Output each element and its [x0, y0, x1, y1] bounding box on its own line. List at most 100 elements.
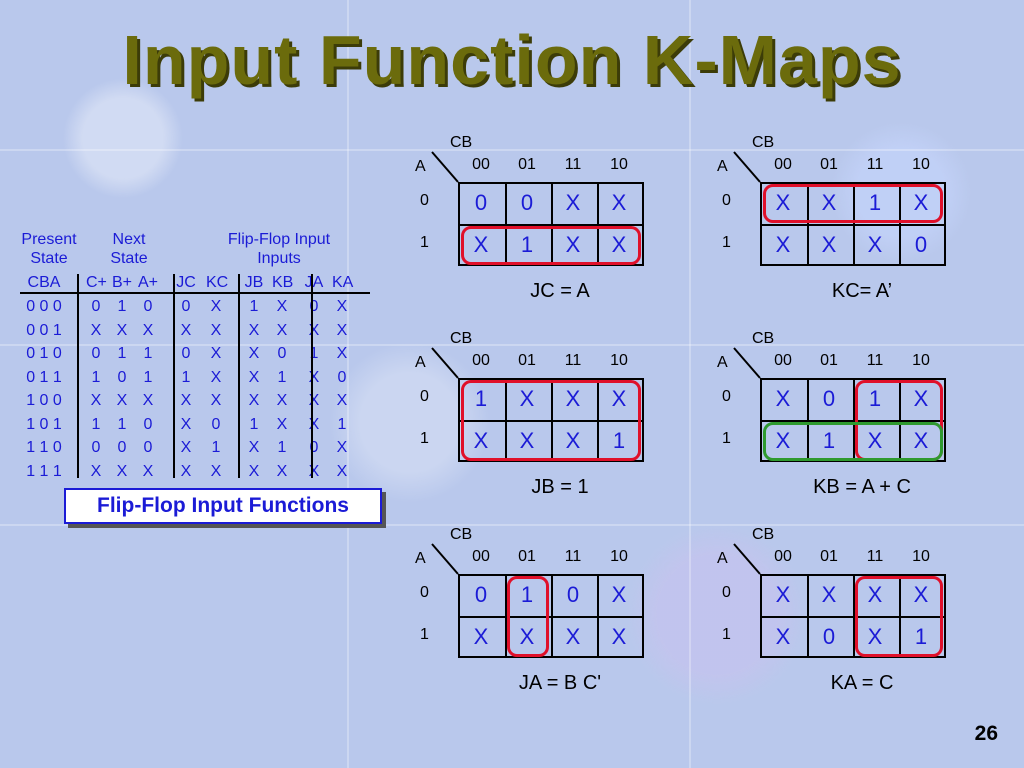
- kmap-col-label: 10: [912, 156, 930, 173]
- table-cell: 0: [181, 298, 191, 315]
- kmap-row-var-label: A: [717, 354, 728, 371]
- kmap-col-label: 11: [866, 156, 884, 173]
- table-cell: X: [90, 462, 102, 480]
- kmap-col-label: 01: [820, 548, 838, 565]
- kmap-grid-line: [762, 616, 944, 618]
- table-cell: X: [90, 392, 102, 409]
- table-cell: X: [308, 368, 320, 386]
- kmap-row-var-label: A: [717, 550, 728, 567]
- table-cell: 1: [117, 415, 127, 433]
- ff-inputs-header: Flip-Flop Input Inputs: [204, 230, 354, 268]
- column-header-5: KC: [206, 274, 229, 291]
- kmap-row-label: 1: [420, 626, 429, 643]
- table-cell: 1: [277, 439, 287, 456]
- kmap-cell: X: [611, 582, 627, 607]
- table-cell: 0: [91, 345, 101, 362]
- kmap-expression: JA = B C': [518, 672, 602, 694]
- kmap-col-label: 11: [564, 156, 582, 173]
- kmap-row-label: 0: [722, 388, 731, 405]
- kmap-cell: X: [775, 386, 791, 411]
- kmap-cell: X: [565, 190, 581, 215]
- table-cell: 1: [211, 439, 221, 456]
- kmap-cell: X: [565, 386, 581, 411]
- kmap-col-label: 00: [472, 548, 490, 565]
- kmap-cell: 1: [868, 386, 882, 411]
- table-cell: X: [180, 462, 192, 480]
- kmap-row-var-label: A: [415, 158, 426, 175]
- table-cell: 0: [277, 345, 287, 362]
- kmap-col-var-label: CB: [752, 330, 775, 347]
- column-header-7: KB: [272, 274, 294, 291]
- kmap-grid: [458, 574, 644, 658]
- table-cell: X: [336, 345, 348, 362]
- column-header-4: JC: [176, 274, 196, 291]
- kmap-row-var-label: A: [415, 354, 426, 371]
- kmap-col-label: 11: [866, 352, 884, 369]
- table-cell: 1 0 1: [26, 415, 62, 433]
- kmap-cell: X: [821, 232, 837, 257]
- kmap-col-label: 11: [564, 548, 582, 565]
- kmap-grid: [760, 574, 946, 658]
- kmap-expression: KA = C: [830, 672, 894, 694]
- table-cell: X: [116, 321, 128, 339]
- kmap-cell: X: [821, 190, 837, 215]
- column-header-2: B+: [112, 274, 133, 291]
- kmap-group-loop: [763, 184, 943, 223]
- kmap-col-label: 01: [518, 548, 536, 565]
- kmap-cell: X: [775, 190, 791, 215]
- kmap-expression: JB = 1: [531, 476, 589, 498]
- table-cell: 1: [91, 368, 101, 386]
- table-cell: X: [116, 462, 128, 480]
- table-cell: X: [336, 298, 348, 315]
- kmap-col-label: 00: [774, 352, 792, 369]
- kmap-diagonal: [431, 347, 459, 379]
- table-cell: X: [180, 321, 192, 339]
- column-header-1: C+: [86, 274, 107, 291]
- table-cell: X: [308, 462, 320, 480]
- kmap-cell: 1: [520, 582, 534, 607]
- table-cell: 1: [249, 415, 259, 433]
- table-cell: X: [336, 392, 348, 409]
- table-cell: 0 1 1: [26, 368, 62, 386]
- kmap-col-label: 00: [774, 548, 792, 565]
- kmap-expression: KB = A + C: [813, 476, 911, 498]
- table-cell: 0: [143, 415, 153, 433]
- present-state-header: Present State: [14, 230, 84, 268]
- table-cell: X: [276, 321, 288, 339]
- kmap-cell: X: [473, 428, 489, 453]
- kmap-cell: X: [565, 428, 581, 453]
- kmap-col-label: 01: [518, 352, 536, 369]
- next-state-header: Next State: [94, 230, 164, 268]
- table-cell: 0: [117, 439, 127, 456]
- kmap-cell: 0: [822, 624, 836, 649]
- table-cell: X: [210, 368, 222, 386]
- kmap-grid: [760, 378, 946, 462]
- table-cell: X: [210, 298, 222, 315]
- table-cell: 0: [91, 439, 101, 456]
- table-cell: X: [336, 462, 348, 480]
- kmap-cell: 1: [612, 428, 626, 453]
- kmap-col-label: 00: [472, 352, 490, 369]
- next-state-header-line1: Next: [112, 231, 146, 248]
- table-cell: X: [308, 415, 320, 433]
- table-cell: X: [210, 321, 222, 339]
- table-cell: X: [210, 392, 222, 409]
- kmap-col-label: 00: [774, 156, 792, 173]
- table-cell: 0 0 0: [26, 298, 62, 315]
- table-cell: 1: [143, 368, 153, 386]
- table-cell: 0: [91, 298, 101, 315]
- kmap-cell: 0: [474, 582, 488, 607]
- table-cell: X: [180, 415, 192, 433]
- kmap-col-label: 01: [518, 156, 536, 173]
- table-cell: 1: [337, 415, 347, 433]
- kmap-cell: X: [473, 624, 489, 649]
- table-cell: 0: [143, 298, 153, 315]
- table-cell: X: [276, 298, 288, 315]
- kmap-cell: X: [473, 232, 489, 257]
- table-cell: X: [276, 462, 288, 480]
- kmap-cell: 1: [520, 232, 534, 257]
- kmap-col-var-label: CB: [752, 134, 775, 151]
- kmap-cell: 0: [822, 386, 836, 411]
- kmap-row-label: 1: [722, 626, 731, 643]
